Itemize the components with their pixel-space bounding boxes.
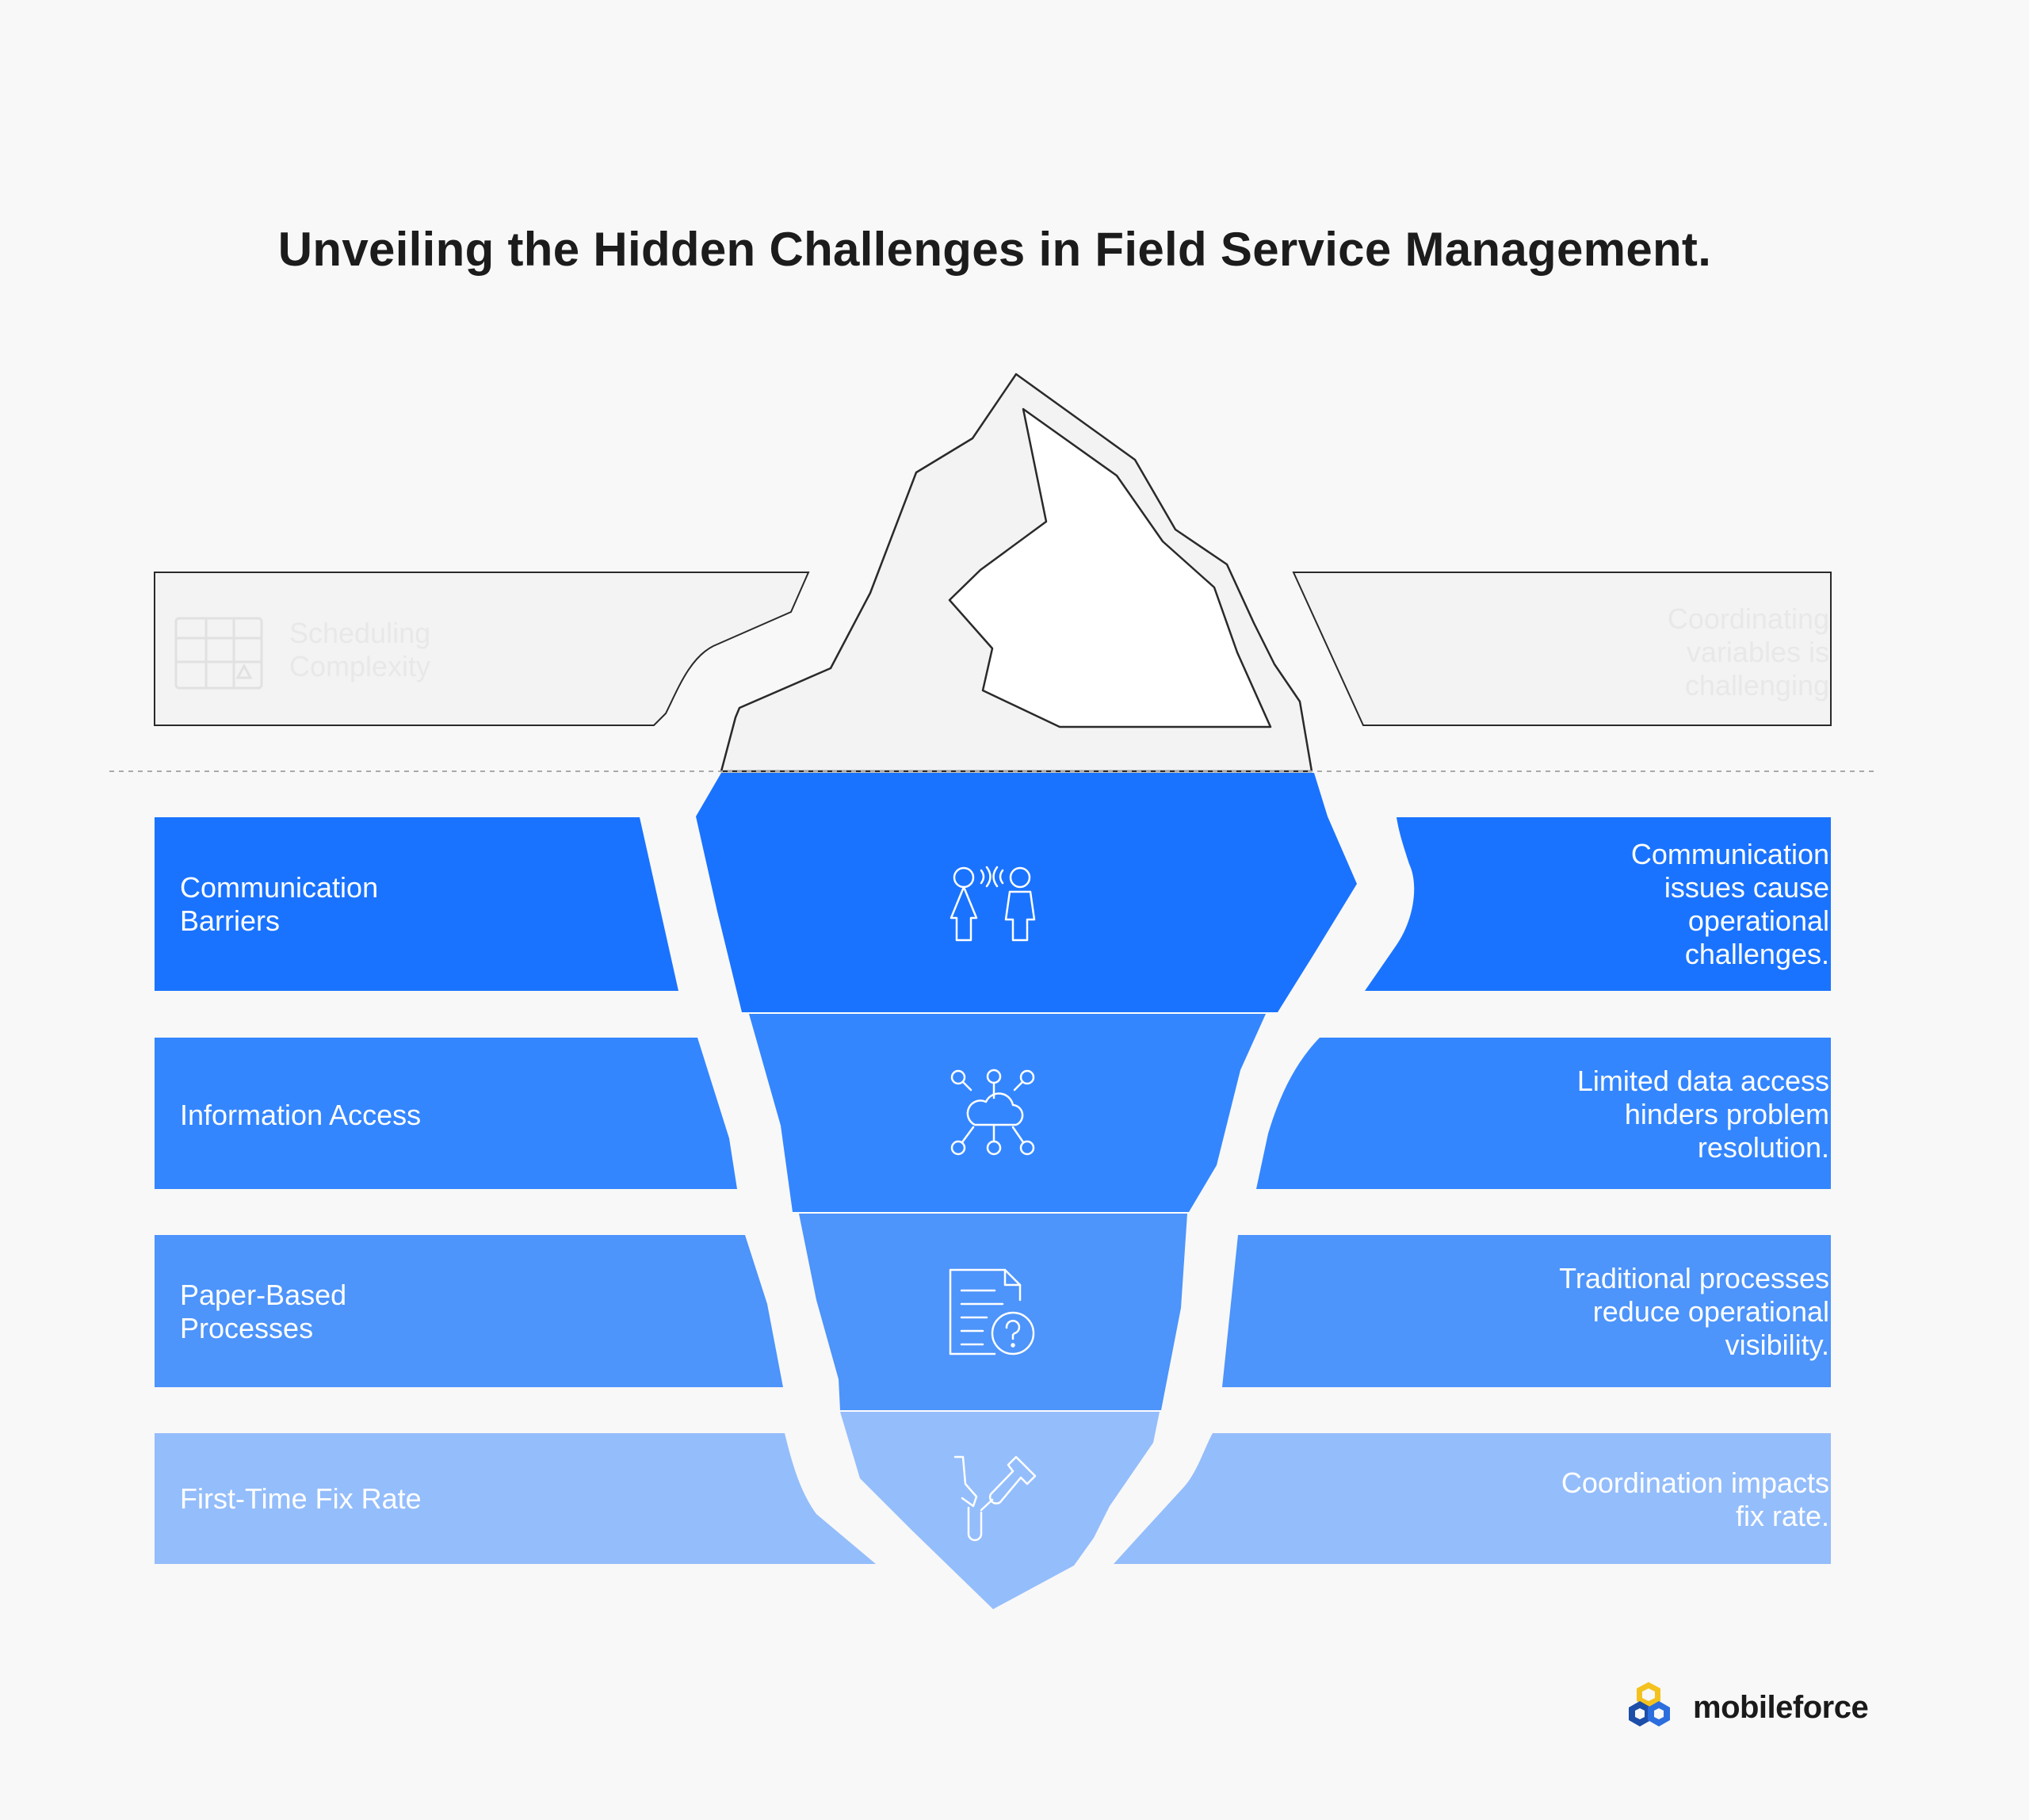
layer-4-right-band <box>1114 1433 1831 1564</box>
cloud-network-icon <box>950 1069 1035 1156</box>
layer-2-left-band <box>155 1038 737 1189</box>
document-question-icon <box>949 1268 1035 1355</box>
label-line: challenges. <box>1684 938 1829 970</box>
people-talking-icon <box>950 866 1036 942</box>
mobileforce-logo-icon <box>1629 1682 1670 1726</box>
surface-left-panel <box>154 572 810 726</box>
layer-2-right-label: Limited data access hinders problem reso… <box>1577 1065 1829 1164</box>
label-line: Paper-Based <box>180 1279 347 1311</box>
label-line: fix rate. <box>1735 1500 1829 1532</box>
brand-name: mobileforce <box>1693 1689 1869 1725</box>
label-line: issues cause <box>1664 871 1829 904</box>
label-line: operational <box>1687 904 1829 937</box>
label-line: reduce operational <box>1592 1295 1829 1328</box>
label-line: hinders problem <box>1624 1098 1829 1130</box>
surface-right-panel <box>1292 572 1832 726</box>
layer-1-left-band <box>155 817 678 991</box>
layer-1-left-label: Communication Barriers <box>180 871 378 938</box>
label-line: resolution. <box>1697 1131 1829 1164</box>
layer-4-left-label: First-Time Fix Rate <box>180 1482 422 1516</box>
surface-right-label: Coordinating variables is challenging <box>1667 602 1829 702</box>
layer-3-right-label: Traditional processes reduce operational… <box>1559 1262 1829 1362</box>
surface-left-label: Scheduling Complexity <box>289 617 431 682</box>
label-line: visibility. <box>1725 1329 1829 1361</box>
iceberg-tip-shade <box>948 407 1272 728</box>
layer-2-center <box>749 1014 1266 1212</box>
label-line: Traditional processes <box>1559 1262 1829 1294</box>
layer-3-center <box>799 1214 1187 1410</box>
tools-icon <box>953 1455 1037 1542</box>
layer-2-right-band <box>1256 1038 1831 1189</box>
label-line: Information Access <box>180 1099 422 1131</box>
page-title: Unveiling the Hidden Challenges in Field… <box>277 223 1712 276</box>
label-line: First-Time Fix Rate <box>180 1482 422 1515</box>
label-line: Processes <box>180 1312 314 1344</box>
label-line: Barriers <box>180 904 281 937</box>
label-line: Limited data access <box>1576 1065 1829 1097</box>
layer-3-left-label: Paper-Based Processes <box>180 1279 346 1345</box>
layer-4-left-band <box>155 1433 876 1564</box>
calendar-icon <box>174 617 263 690</box>
layer-2-left-label: Information Access <box>180 1099 421 1132</box>
layer-1-right-label: Communication issues cause operational c… <box>1631 838 1829 971</box>
layer-3-right-band <box>1222 1235 1831 1387</box>
label-line: Communication <box>180 871 379 904</box>
layer-3-left-band <box>155 1235 783 1387</box>
brand: mobileforce <box>1625 1679 1869 1736</box>
layer-1-right-band <box>1365 817 1831 991</box>
layer-4-center <box>840 1412 1160 1609</box>
label-line: Coordination impacts <box>1561 1466 1829 1499</box>
layer-4-right-label: Coordination impacts fix rate. <box>1561 1466 1829 1533</box>
label-line: Communication <box>1630 838 1829 870</box>
